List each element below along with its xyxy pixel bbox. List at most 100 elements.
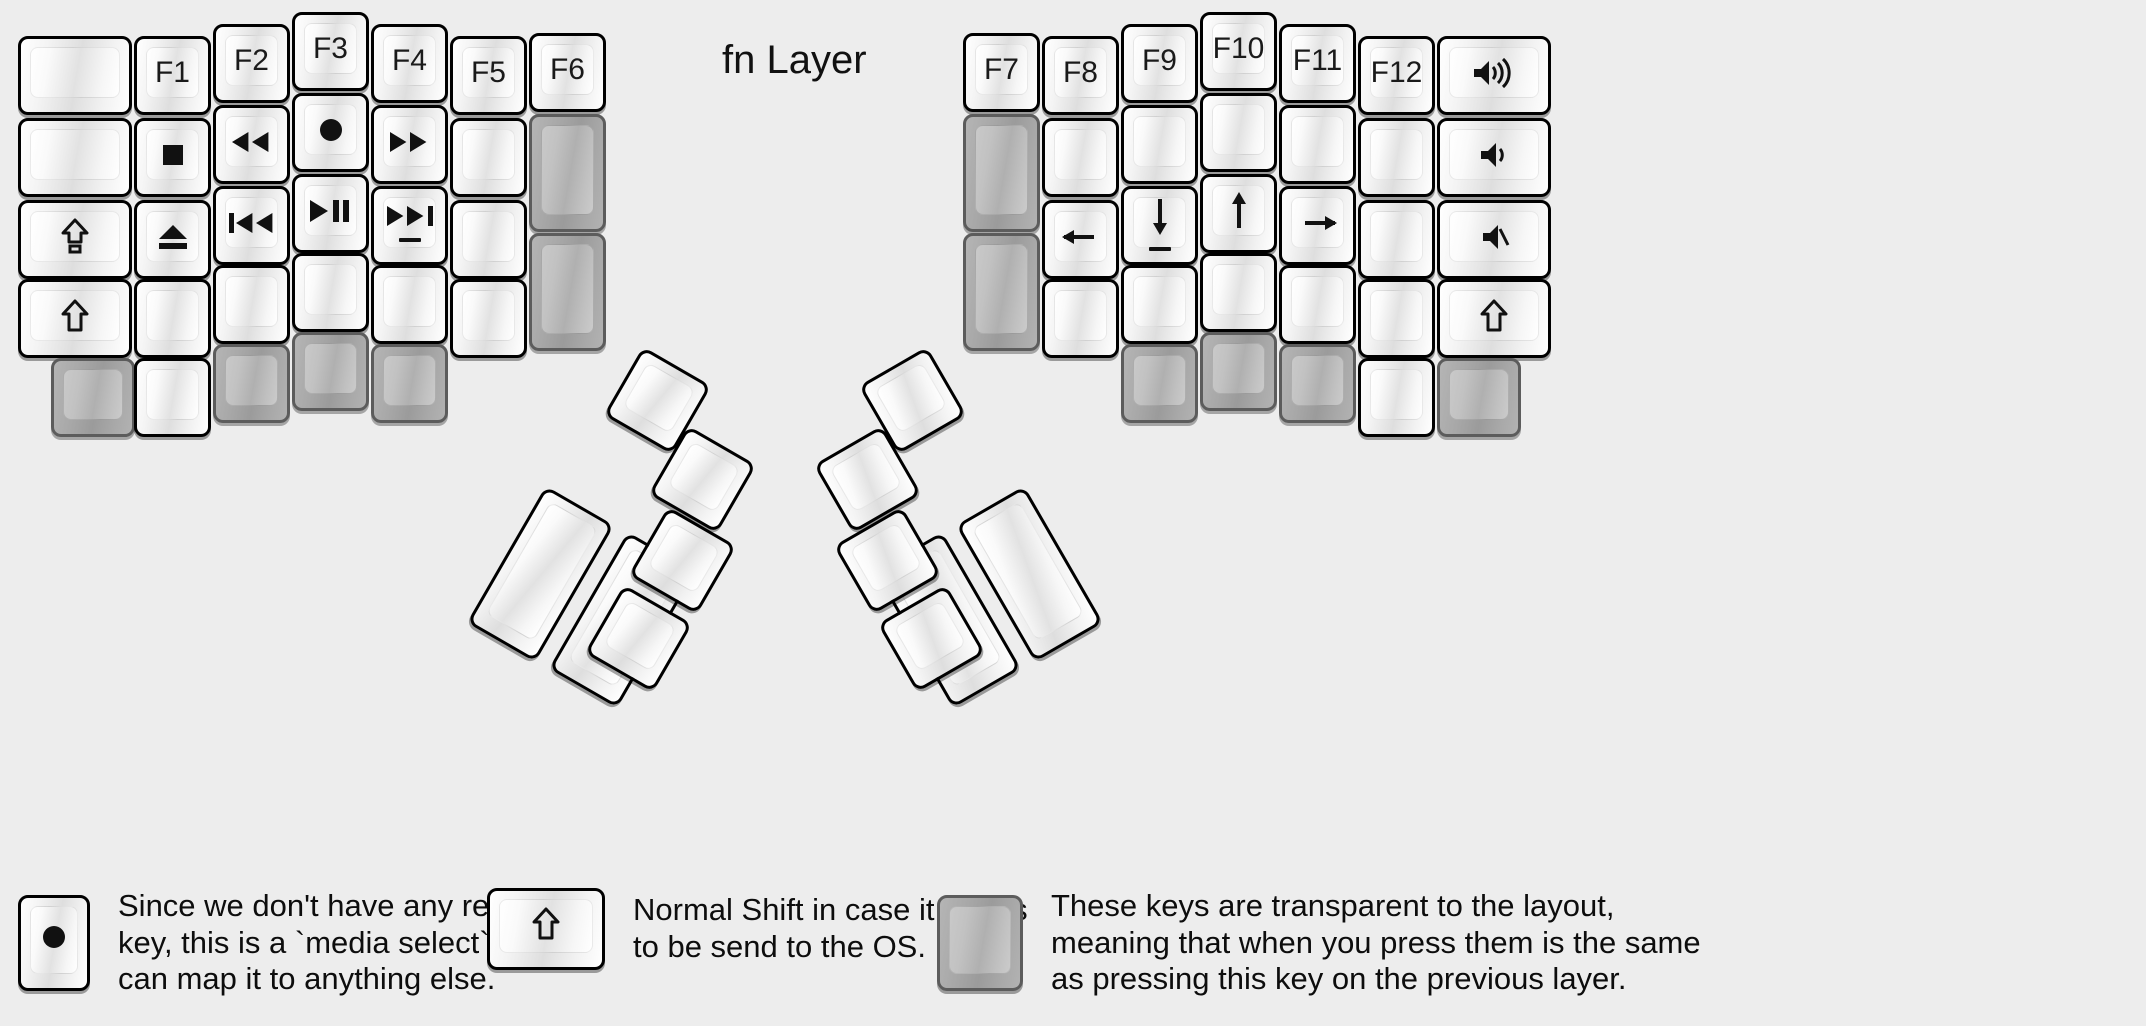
key-left-R-c2-r3[interactable] — [1042, 200, 1119, 279]
key-mute-R-c7-r3[interactable] — [1437, 200, 1551, 279]
key-f11-R-c5-r1[interactable]: F11 — [1279, 24, 1356, 103]
key-prev-L-c3-r3[interactable] — [213, 186, 290, 265]
key-blank-R-c4-r2[interactable] — [1200, 93, 1277, 172]
key-transparent-L-c3-r5[interactable] — [213, 344, 290, 423]
key-voldown-R-c7-r2[interactable] — [1437, 118, 1551, 197]
key-blank-R-c6-r5[interactable] — [1358, 358, 1435, 437]
key-blank-R-c3-r4[interactable] — [1121, 265, 1198, 344]
key-label: F12 — [1370, 55, 1423, 89]
key-cap — [1291, 197, 1344, 248]
key-transparent-R-c4-r5[interactable] — [1200, 332, 1277, 411]
key-shift-L-c1-r4[interactable] — [18, 279, 132, 358]
key-label: F5 — [470, 55, 506, 89]
legend-key-glyph — [532, 907, 560, 946]
key-blank-R-c5-r4[interactable] — [1279, 265, 1356, 344]
key-eject-L-c2-r3[interactable] — [134, 200, 211, 279]
key-cap — [225, 197, 278, 248]
key-blank-R-c6-r4[interactable] — [1358, 279, 1435, 358]
key-transparent-L-c1-r5[interactable] — [51, 358, 135, 437]
key-transparent-L-c4-r5[interactable] — [292, 332, 369, 411]
key-cap — [1054, 211, 1107, 262]
key-transparent-R-c1-r3[interactable] — [963, 233, 1040, 351]
key-cap — [1133, 197, 1186, 251]
key-label — [385, 204, 435, 242]
key-playpause-L-c4-r3[interactable] — [292, 174, 369, 253]
key-transparent-R-c3-r5[interactable] — [1121, 344, 1198, 423]
key-transparent-L-c5-r5[interactable] — [371, 344, 448, 423]
key-blank-R-c6-r2[interactable] — [1358, 118, 1435, 197]
key-cap — [828, 440, 903, 513]
key-up-R-c4-r3[interactable] — [1200, 174, 1277, 253]
key-cap — [1054, 290, 1107, 341]
key-transparent-R-c7-r5[interactable] — [1437, 358, 1521, 437]
key-f6-L-c7-r1[interactable]: F6 — [529, 33, 606, 112]
key-f9-R-c3-r1[interactable]: F9 — [1121, 24, 1198, 103]
key-cap — [146, 129, 199, 180]
key-f12-R-c6-r1[interactable]: F12 — [1358, 36, 1435, 115]
key-blank-R-c3-r2[interactable] — [1121, 105, 1198, 184]
key-label — [1060, 225, 1102, 249]
key-stop-L-c2-r2[interactable] — [134, 118, 211, 197]
key-shift-R-c7-r4[interactable] — [1437, 279, 1551, 358]
key-cap — [30, 290, 120, 341]
key-blank-L-c4-r4[interactable] — [292, 253, 369, 332]
key-label: F10 — [1212, 31, 1265, 65]
key-cap — [1212, 185, 1265, 236]
key-cap — [1449, 47, 1539, 98]
key-f7-R-c1-r1[interactable]: F7 — [963, 33, 1040, 112]
key-blank-R-c4-r4[interactable] — [1200, 253, 1277, 332]
key-f5-L-c6-r1[interactable]: F5 — [450, 36, 527, 115]
key-cap — [1291, 276, 1344, 327]
key-blank-L-c1-r2[interactable] — [18, 118, 132, 197]
key-cap — [304, 104, 357, 155]
key-blank-L-c6-r2[interactable] — [450, 118, 527, 197]
key-cap — [666, 440, 741, 513]
key-transparent-L-c7-r2[interactable] — [529, 114, 606, 232]
key-cap — [602, 599, 677, 672]
key-label — [308, 198, 354, 224]
key-cap — [1212, 343, 1265, 394]
key-blank-L-c1-r1[interactable] — [18, 36, 132, 115]
record-media-select-key — [18, 894, 90, 991]
key-cap — [225, 355, 278, 406]
legend-description: These keys are transparent to the layout… — [1051, 888, 1701, 997]
key-blank-R-c2-r2[interactable] — [1042, 118, 1119, 197]
key-down-R-c3-r3[interactable] — [1121, 186, 1198, 265]
key-blank-L-c5-r4[interactable] — [371, 265, 448, 344]
key-blank-L-c6-r4[interactable] — [450, 279, 527, 358]
page-title: fn Layer — [722, 38, 867, 82]
key-blank-R-c2-r4[interactable] — [1042, 279, 1119, 358]
key-f8-R-c2-r1[interactable]: F8 — [1042, 36, 1119, 115]
key-blank-R-c5-r2[interactable] — [1279, 105, 1356, 184]
key-cap — [63, 369, 123, 420]
key-cap — [949, 905, 1011, 974]
key-label — [61, 218, 89, 256]
key-f10-R-c4-r1[interactable]: F10 — [1200, 12, 1277, 91]
key-ffwd-L-c5-r2[interactable] — [371, 105, 448, 184]
key-label: F9 — [1141, 43, 1177, 77]
key-cap — [146, 211, 199, 262]
key-f2-L-c3-r1[interactable]: F2 — [213, 24, 290, 103]
key-blank-L-c2-r5[interactable] — [134, 358, 211, 437]
key-f1-L-c2-r1[interactable]: F1 — [134, 36, 211, 115]
legend-key-glyph — [39, 922, 69, 957]
key-right-R-c5-r3[interactable] — [1279, 186, 1356, 265]
key-cap — [1449, 211, 1539, 262]
key-f3-L-c4-r1[interactable]: F3 — [292, 12, 369, 91]
key-cap — [1291, 355, 1344, 406]
key-transparent-L-c7-r3[interactable] — [529, 233, 606, 351]
key-blank-L-c2-r4[interactable] — [134, 279, 211, 358]
key-rewind-L-c3-r2[interactable] — [213, 105, 290, 184]
key-cap — [873, 361, 948, 434]
key-blank-L-c3-r4[interactable] — [213, 265, 290, 344]
key-blank-R-c6-r3[interactable] — [1358, 200, 1435, 279]
key-⇨caps-L-c1-r3[interactable] — [18, 200, 132, 279]
key-record-L-c4-r2[interactable] — [292, 93, 369, 172]
key-blank-L-c6-r3[interactable] — [450, 200, 527, 279]
key-transparent-R-c1-r2[interactable] — [963, 114, 1040, 232]
key-volup-R-c7-r1[interactable] — [1437, 36, 1551, 115]
key-next-L-c5-r3[interactable] — [371, 186, 448, 265]
key-f4-L-c5-r1[interactable]: F4 — [371, 24, 448, 103]
key-transparent-R-c5-r5[interactable] — [1279, 344, 1356, 423]
